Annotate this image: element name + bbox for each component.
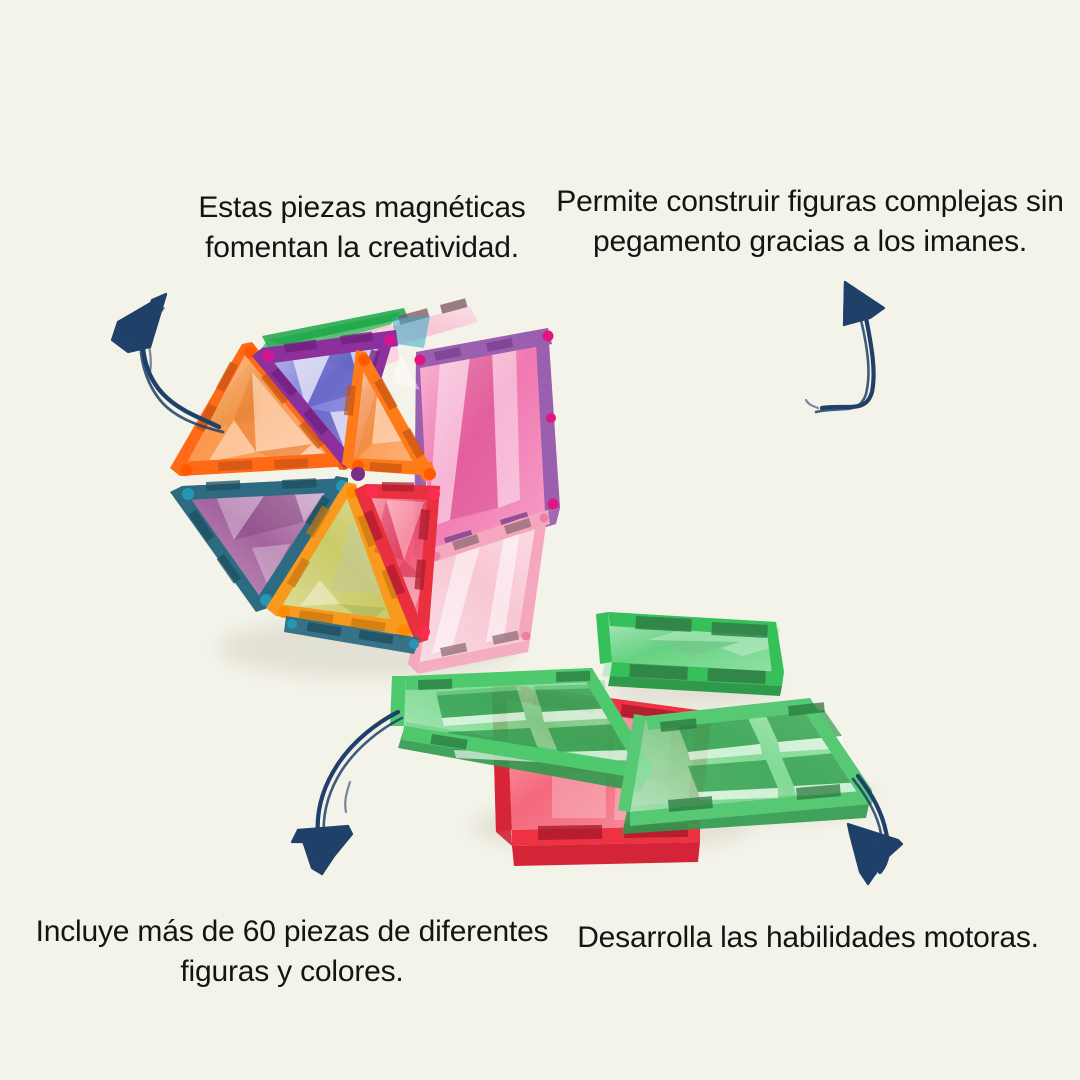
caption-piece-count: Incluye más de 60 piezas de diferentes f… [35, 915, 549, 988]
arrow-bottom-right [846, 773, 904, 886]
caption-magnets: Permite construir figuras complejas sin … [556, 185, 1064, 258]
caption-creativity: Estas piezas magnéticas fomentan la crea… [198, 191, 526, 264]
arrow-top-right [804, 280, 886, 414]
arrow-top-left [110, 292, 225, 434]
tile-green-square-left [390, 668, 652, 792]
ball-triangle-lower-right-red [354, 482, 440, 644]
caption-motor-skills: Desarrolla las habilidades motoras. [577, 921, 1039, 954]
ball-triangle-upper-right-orange [342, 350, 436, 482]
tile-green-square-right [618, 698, 872, 834]
ball-triangle-bottom-green [266, 482, 412, 640]
magnetic-tile-ball [170, 298, 560, 674]
ball-bottom-rim [284, 616, 420, 654]
tile-green-rect-top [596, 612, 784, 696]
arrow-bottom-left [290, 709, 404, 876]
ball-rear-teal-edge [392, 316, 430, 348]
tile-wells [430, 680, 630, 762]
ball-center-hub [351, 467, 365, 481]
ball-triangle-lower-left-purple [170, 476, 348, 612]
ball-square-lowerright-lightpink [408, 510, 550, 674]
